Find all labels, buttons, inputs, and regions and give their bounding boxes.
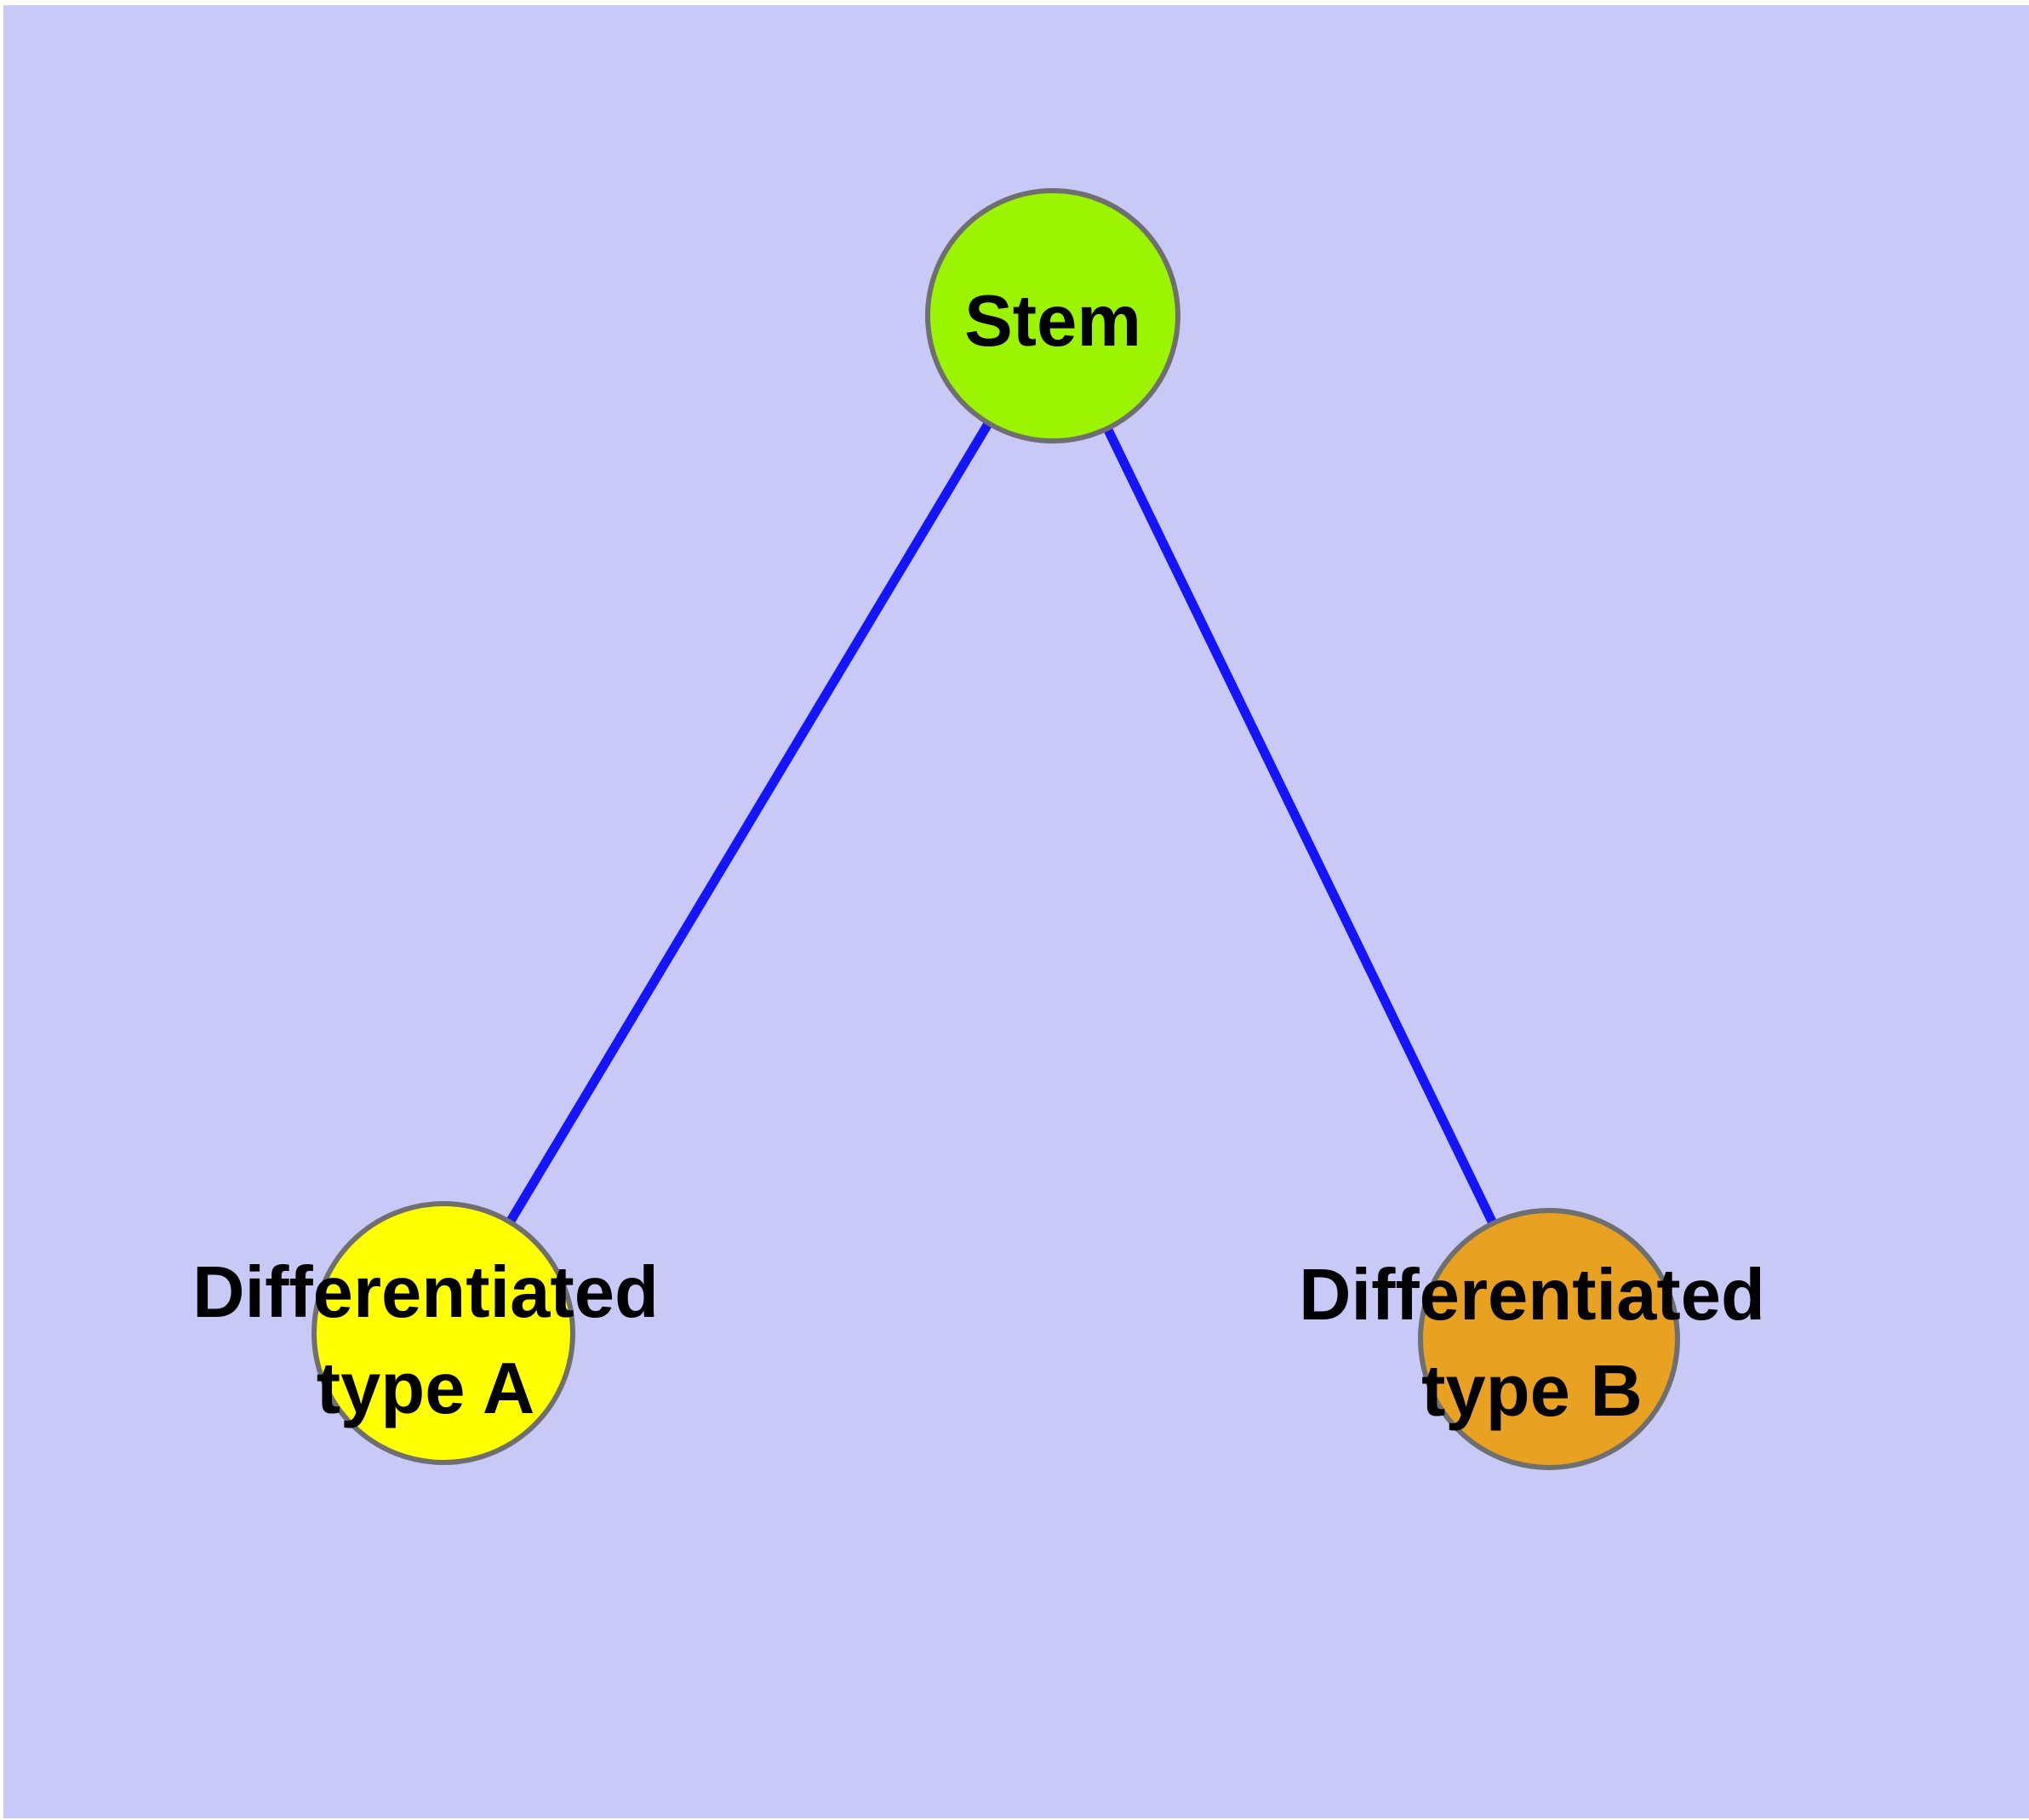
- edge-stem-to-type-b: [1049, 313, 1553, 1342]
- edge-stem-to-type-a: [439, 313, 1057, 1336]
- type-b-node-label-line2: type B: [1421, 1351, 1643, 1432]
- type-a-node-label-line1: Differentiated: [192, 1252, 659, 1333]
- type-b-node-label-line1: Differentiated: [1299, 1255, 1765, 1336]
- type-a-node: [311, 1201, 575, 1465]
- type-a-node-label-line2: type A: [317, 1348, 535, 1429]
- type-b-node: [1418, 1208, 1680, 1470]
- stem-node-label: Stem: [964, 281, 1141, 362]
- stem-node: [925, 188, 1180, 444]
